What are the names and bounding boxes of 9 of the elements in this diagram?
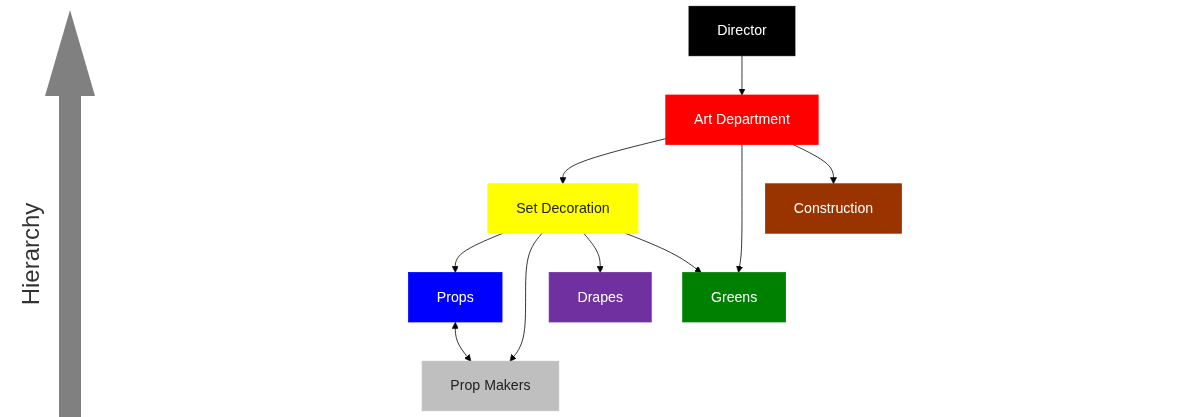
axis-label: Hierarchy xyxy=(17,202,46,306)
node-box: Director xyxy=(688,5,796,57)
node-box: Art Department xyxy=(665,94,819,145)
node-box: Drapes xyxy=(548,272,652,323)
node-box: Props xyxy=(408,272,503,323)
node-box: Greens xyxy=(682,272,786,323)
node-box: Set Decoration xyxy=(487,183,639,234)
node-box: Prop Makers xyxy=(421,360,560,412)
node-box: Construction xyxy=(765,183,902,234)
